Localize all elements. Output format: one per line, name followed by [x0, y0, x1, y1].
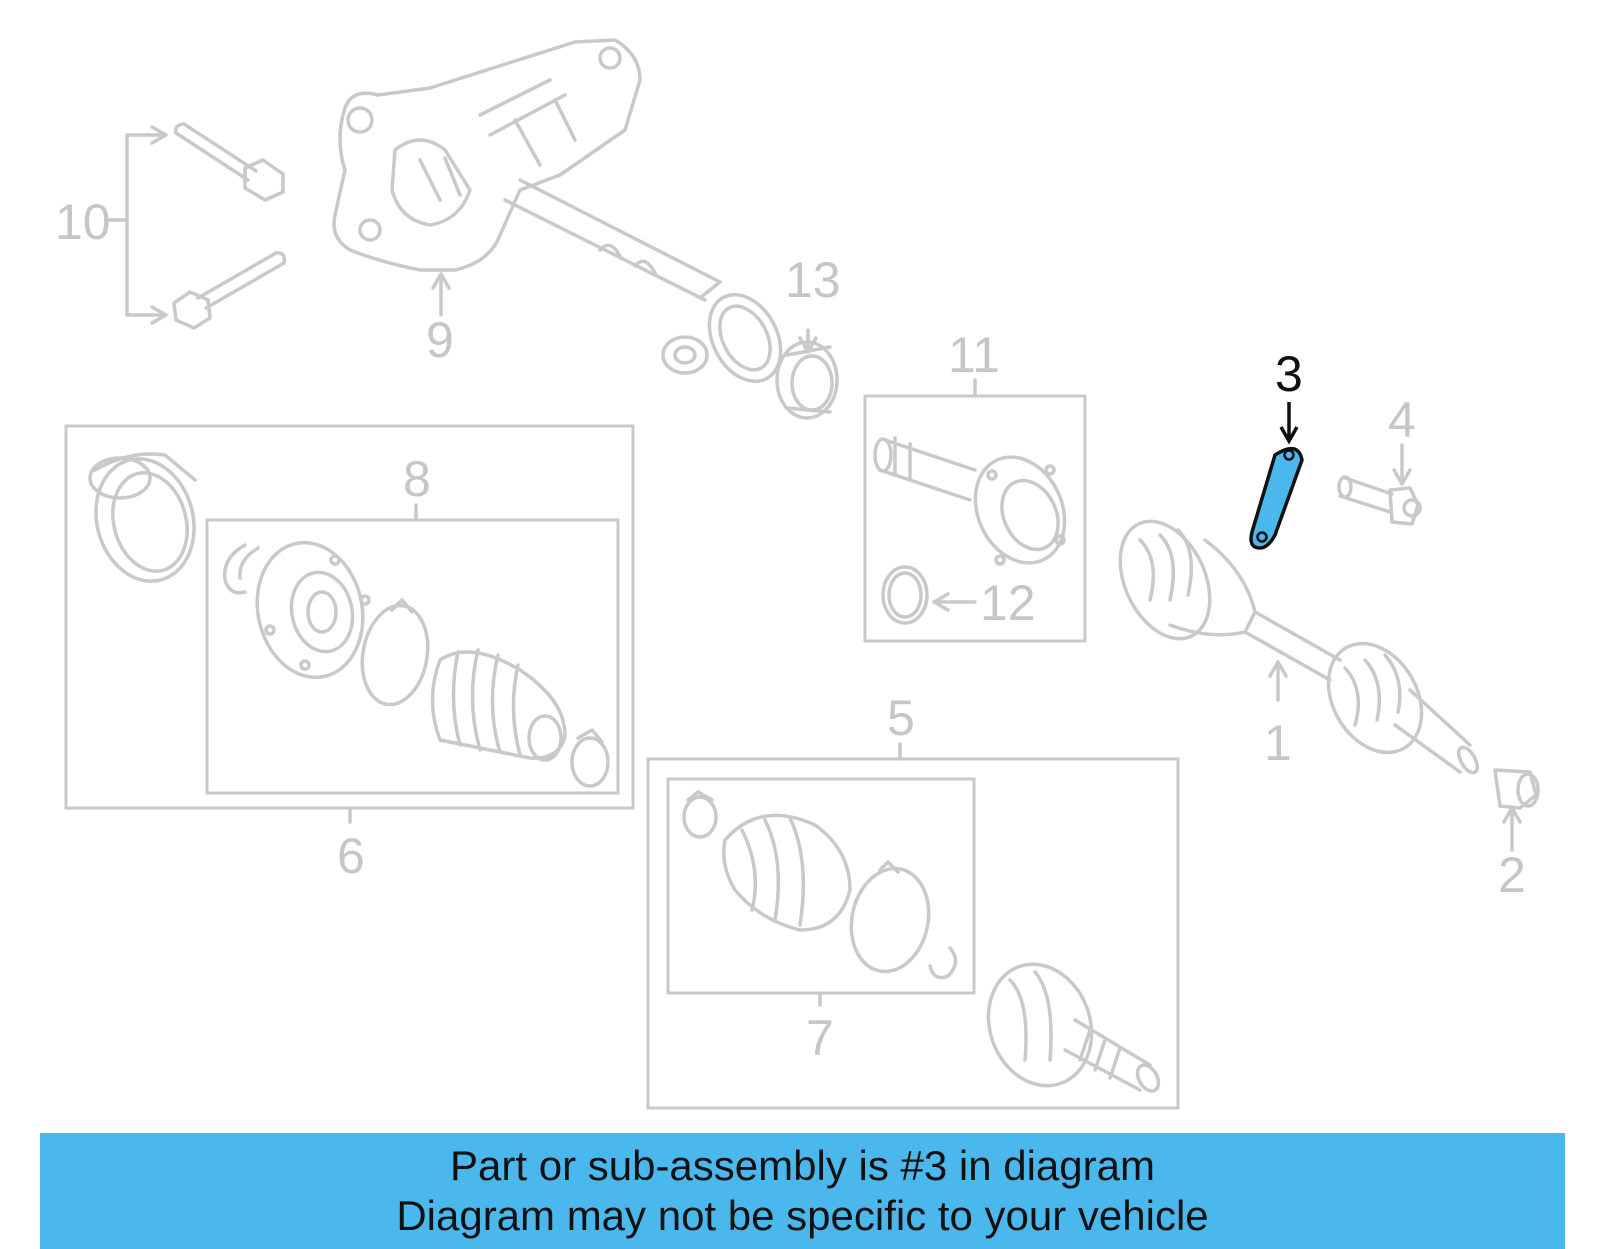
callout-4[interactable]: 4	[1388, 392, 1416, 448]
callout-12[interactable]: 12	[980, 575, 1036, 631]
callout-3[interactable]: 3	[1275, 346, 1303, 402]
part-10-bolts: 10	[55, 122, 287, 330]
callout-13[interactable]: 13	[785, 252, 841, 308]
part-13-seal: 13	[775, 252, 841, 420]
callout-2[interactable]: 2	[1498, 847, 1526, 903]
banner-line-1: Part or sub-assembly is #3 in diagram	[450, 1142, 1155, 1189]
part-4-bolt: 4	[1337, 392, 1422, 526]
callout-6[interactable]: 6	[337, 828, 365, 884]
callout-9[interactable]: 9	[426, 312, 454, 368]
part-1-axle: 1	[1118, 519, 1480, 775]
callout-5[interactable]: 5	[887, 690, 915, 746]
part-6-box: 6	[64, 424, 635, 884]
callout-1[interactable]: 1	[1264, 715, 1292, 771]
callout-7[interactable]: 7	[806, 1010, 834, 1066]
part-11-box: 11 12	[863, 327, 1087, 643]
part-2-nut: 2	[1493, 768, 1540, 903]
part-7-box: 7	[666, 777, 976, 1066]
part-8-box: 8	[205, 451, 620, 795]
callout-11[interactable]: 11	[948, 327, 1000, 383]
callout-8[interactable]: 8	[403, 451, 431, 507]
banner-line-2: Diagram may not be specific to your vehi…	[396, 1192, 1209, 1239]
part-9-differential: 9	[332, 38, 783, 384]
part-3-bracket[interactable]: 3	[1249, 346, 1304, 550]
part-5-box: 5	[646, 690, 1180, 1110]
info-banner: Part or sub-assembly is #3 in diagram Di…	[40, 1133, 1565, 1249]
callout-10[interactable]: 10	[55, 194, 111, 250]
